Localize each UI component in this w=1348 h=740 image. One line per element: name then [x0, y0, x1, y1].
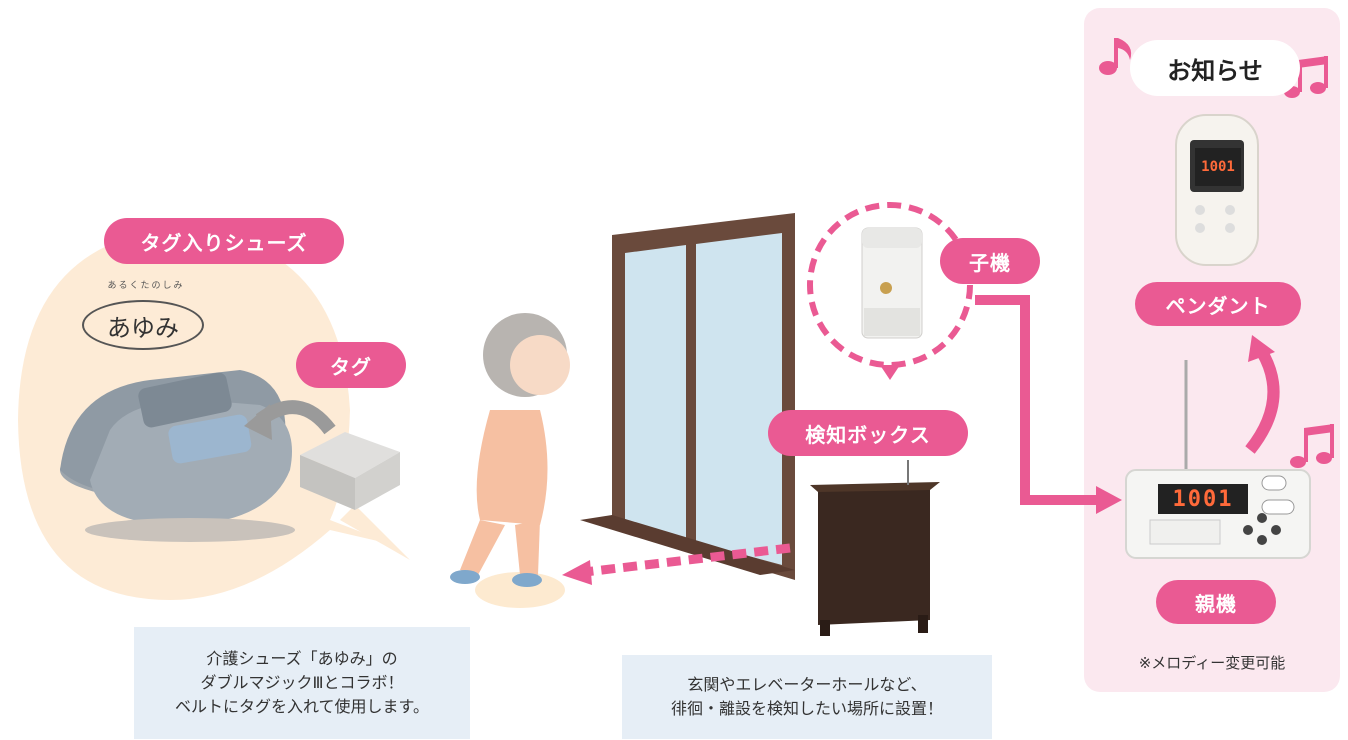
double-music-note-icon-2	[1290, 424, 1334, 468]
tag-label: タグ	[296, 342, 406, 388]
pendant-label: ペンダント	[1135, 282, 1301, 326]
detection-box-label: 検知ボックス	[768, 410, 968, 456]
signal-route-arrow	[975, 295, 1098, 505]
child-unit-device	[861, 227, 923, 339]
cabinet-illustration	[810, 460, 940, 636]
caption-line: 徘徊・離設を検知したい場所に設置！	[670, 699, 943, 718]
pendant-display: 1001	[1195, 148, 1241, 186]
melody-note: ※メロディー変更可能	[1138, 654, 1286, 672]
caption-line: 玄関やエレベーターホールなど、	[687, 675, 927, 694]
double-music-note-icon	[1284, 56, 1328, 98]
shoes-label: タグ入りシューズ	[104, 218, 344, 264]
base-unit-device	[1125, 360, 1311, 559]
child-unit-label: 子機	[940, 238, 1040, 284]
pendant-device	[1175, 114, 1259, 266]
notice-label: お知らせ	[1167, 56, 1263, 85]
notice-badge: お知らせ	[1130, 40, 1300, 96]
placement-caption: 玄関やエレベーターホールなど、 徘徊・離設を検知したい場所に設置！	[622, 655, 992, 739]
elderly-person-illustration	[450, 313, 570, 608]
base-unit-label: 親機	[1156, 580, 1276, 624]
caption-line: 介護シューズ「あゆみ」の	[206, 649, 398, 668]
caption-line: ベルトにタグを入れて使用します。	[175, 697, 429, 716]
shoes-caption: 介護シューズ「あゆみ」の ダブルマジックⅢとコラボ！ ベルトにタグを入れて使用し…	[134, 627, 470, 739]
shoes-illustration	[60, 370, 295, 542]
logo-tagline: あるくたのしみ	[107, 281, 185, 291]
caption-line: ダブルマジックⅢとコラボ！	[200, 673, 404, 692]
base-unit-display: 1001	[1158, 484, 1248, 514]
music-note-icon	[1099, 38, 1132, 75]
tag-illustration	[300, 432, 400, 510]
window-illustration	[580, 213, 795, 580]
base-to-pendant-arrow	[1245, 348, 1280, 454]
detection-signal-arrow	[584, 543, 791, 577]
ayumi-logo: あゆみ	[82, 300, 204, 350]
